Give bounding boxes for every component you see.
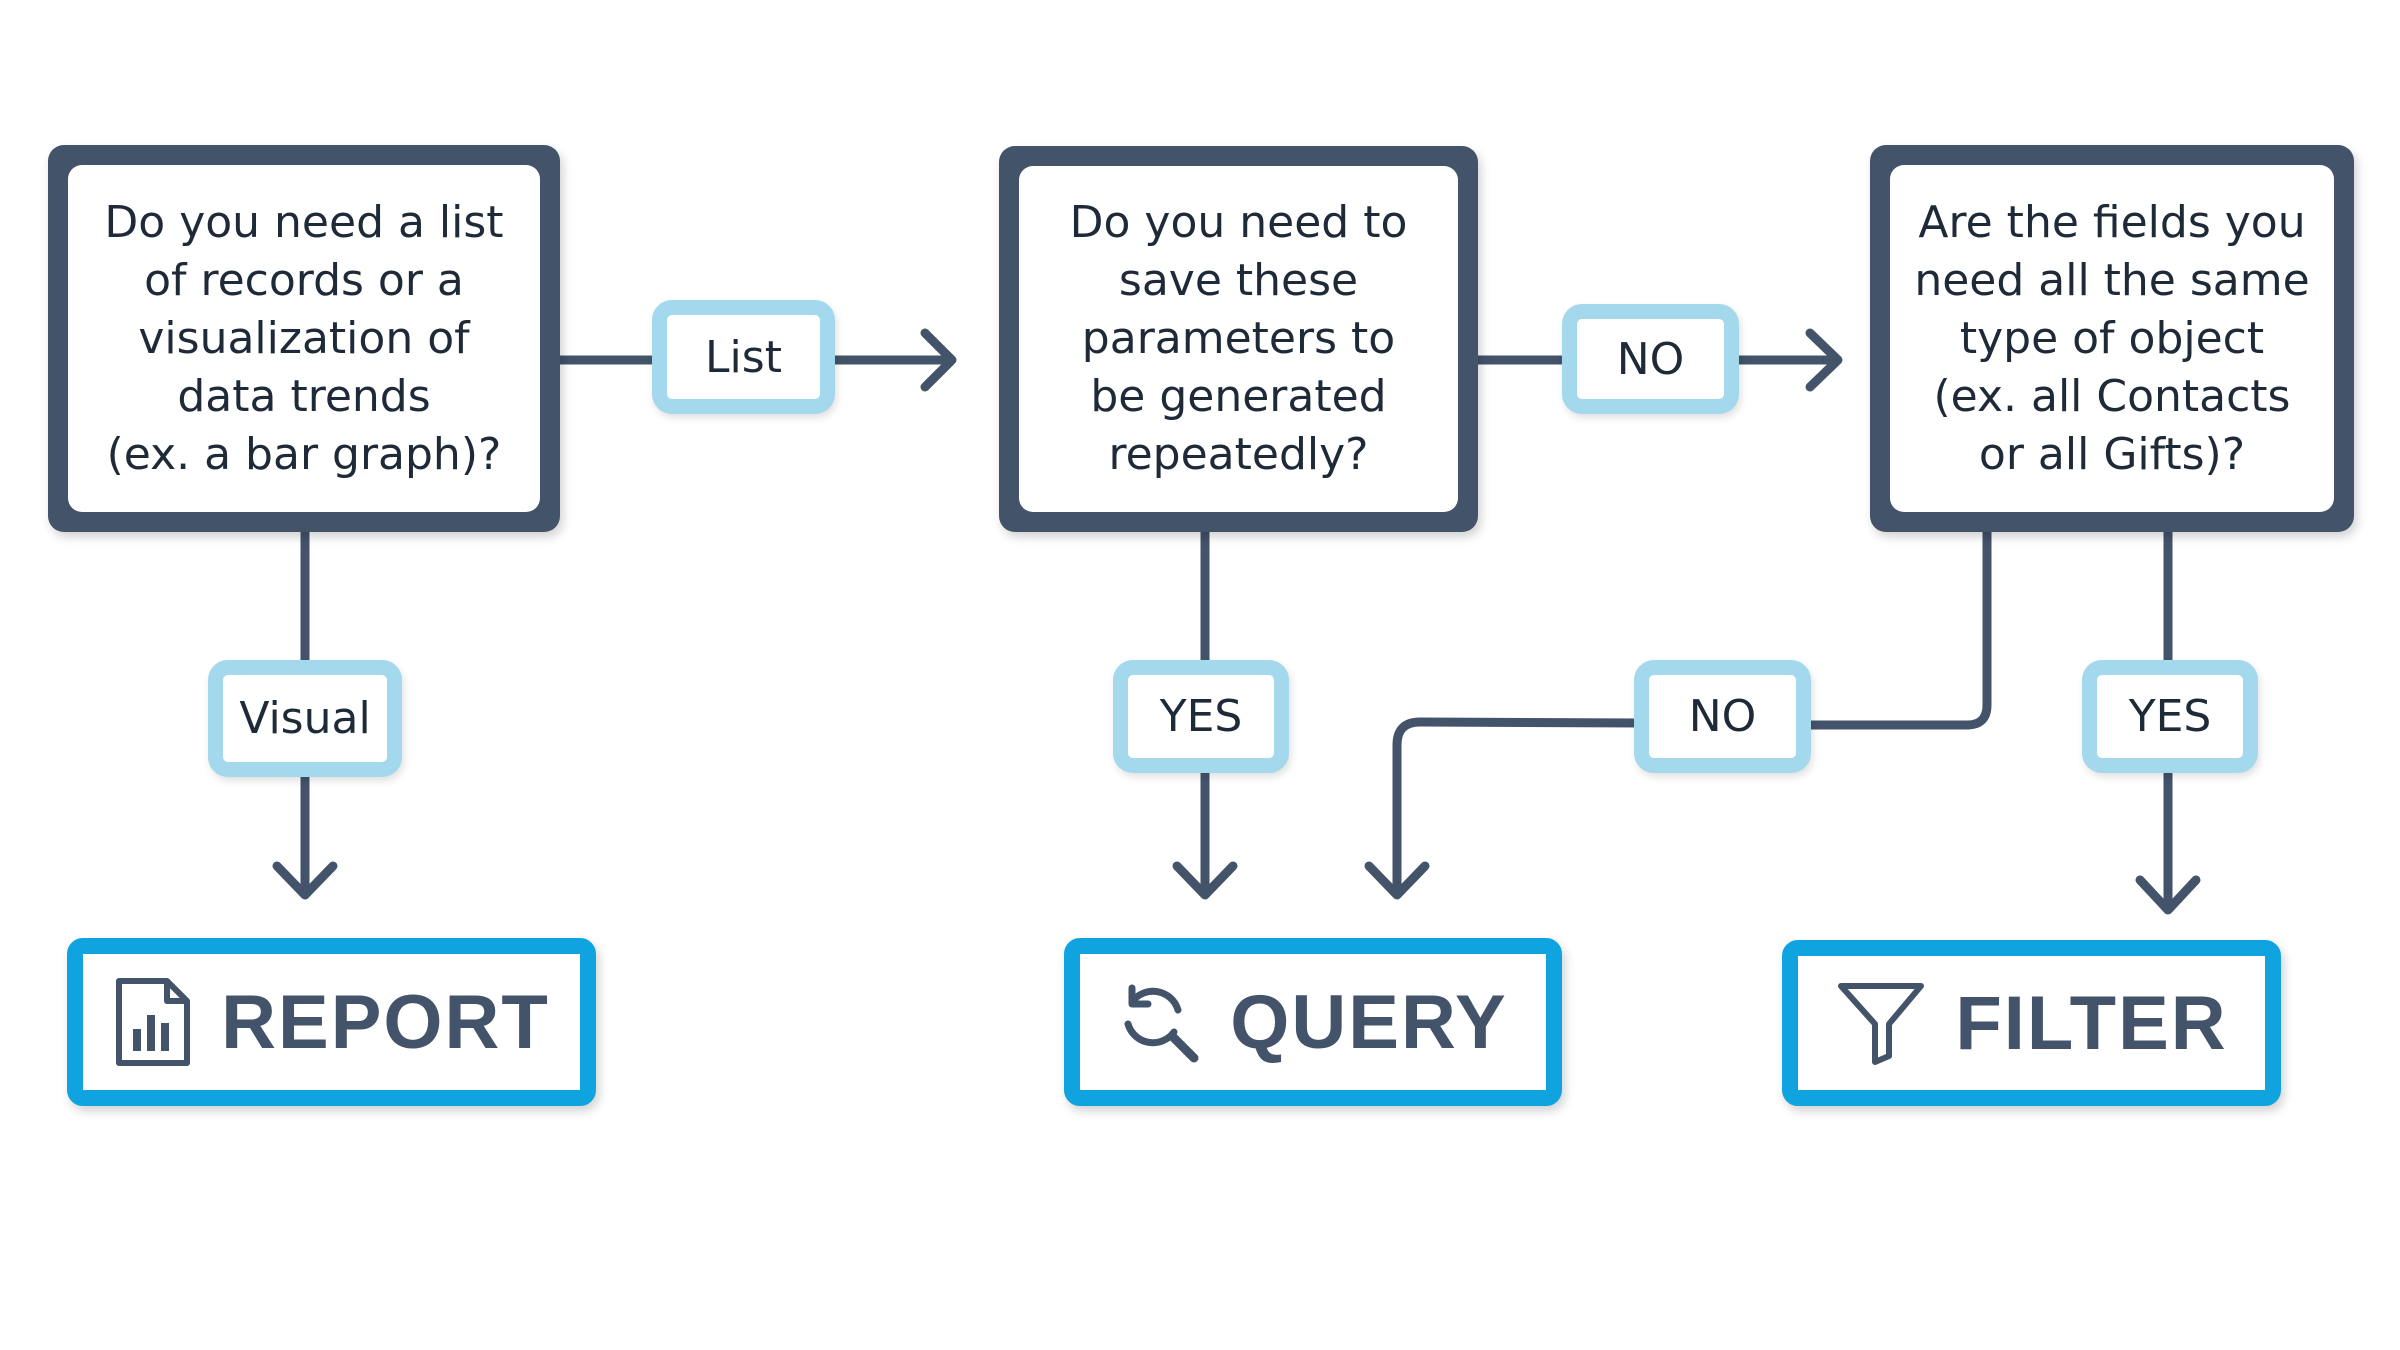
- label-yes-q2-text: YES: [1159, 691, 1243, 742]
- question-2-text: Do you need to save these parameters to …: [1069, 197, 1408, 480]
- question-box-3: Are the fields you need all the same typ…: [1870, 145, 2354, 532]
- arrowhead-yes-q3: [2135, 875, 2201, 915]
- outcome-query-label: QUERY: [1230, 979, 1508, 1065]
- label-yes-q2: YES: [1113, 660, 1289, 773]
- question-1-text: Do you need a list of records or a visua…: [104, 196, 504, 480]
- report-chart-icon: [113, 977, 193, 1067]
- connector-no-query: [1392, 717, 1645, 898]
- question-3-text: Are the fields you need all the same typ…: [1914, 196, 2310, 480]
- outcome-query: QUERY: [1064, 938, 1562, 1106]
- label-no-right-text: NO: [1616, 333, 1685, 385]
- label-yes-q3-text: YES: [2128, 691, 2212, 742]
- label-visual: Visual: [208, 660, 402, 777]
- label-no-q3: NO: [1634, 660, 1811, 773]
- outcome-filter-label: FILTER: [1955, 980, 2228, 1066]
- funnel-icon: [1835, 980, 1927, 1066]
- question-box-3-body: Are the fields you need all the same typ…: [1890, 165, 2334, 512]
- label-no-right: NO: [1562, 304, 1739, 414]
- question-box-1: Do you need a list of records or a visua…: [48, 145, 560, 532]
- label-yes-q3: YES: [2082, 660, 2258, 773]
- outcome-report-label: REPORT: [221, 979, 550, 1065]
- outcome-report: REPORT: [67, 938, 596, 1106]
- label-list: List: [652, 300, 835, 414]
- arrowhead-visual: [272, 861, 338, 900]
- label-visual-text: Visual: [239, 693, 371, 744]
- label-no-q3-text: NO: [1688, 691, 1757, 742]
- arrowhead-yes-q2: [1172, 861, 1238, 900]
- arrowhead-no-q3: [1364, 861, 1430, 900]
- connector-q3-no: [1803, 525, 1992, 730]
- search-refresh-icon: [1118, 980, 1202, 1064]
- arrowhead-list: [920, 328, 957, 392]
- question-box-2-body: Do you need to save these parameters to …: [1019, 166, 1458, 512]
- outcome-filter: FILTER: [1782, 940, 2281, 1106]
- question-box-2: Do you need to save these parameters to …: [999, 146, 1478, 532]
- arrowhead-no-right: [1805, 328, 1843, 392]
- question-box-1-body: Do you need a list of records or a visua…: [68, 165, 540, 512]
- label-list-text: List: [705, 331, 782, 383]
